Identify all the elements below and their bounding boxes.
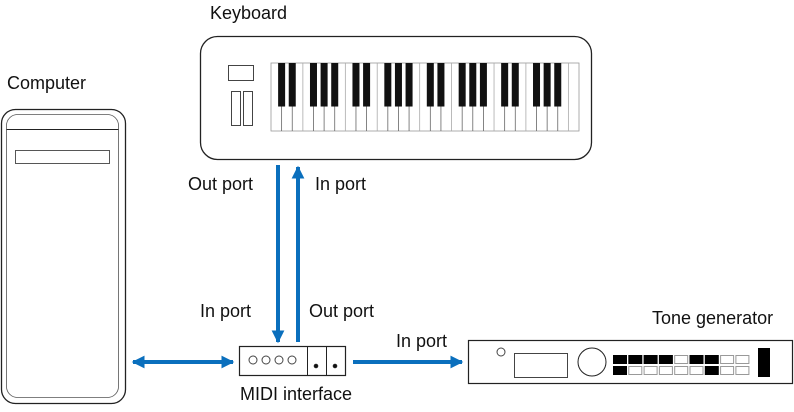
keybed	[270, 62, 580, 132]
black-key	[501, 63, 509, 107]
panel-button	[613, 355, 627, 364]
keyboard-device	[199, 35, 593, 161]
black-key	[278, 63, 286, 107]
black-key	[543, 63, 551, 107]
panel-button	[689, 366, 704, 375]
computer-tower	[0, 108, 127, 405]
black-key	[405, 63, 413, 107]
black-key	[384, 63, 392, 107]
panel-button	[674, 366, 689, 375]
black-key	[511, 63, 519, 107]
black-key	[352, 63, 360, 107]
black-key	[363, 63, 371, 107]
panel-button	[704, 355, 719, 364]
computer-label: Computer	[7, 73, 87, 93]
midi-interface-label: MIDI interface	[240, 384, 353, 404]
black-key	[554, 63, 562, 107]
keyboard-label: Keyboard	[210, 3, 288, 23]
tone-in-port-label: In port	[396, 331, 448, 351]
black-key	[437, 63, 445, 107]
panel-button	[613, 366, 627, 375]
panel-button	[720, 355, 735, 364]
tone-generator-label: Tone generator	[652, 308, 774, 328]
black-key	[426, 63, 434, 107]
panel-button	[735, 366, 750, 375]
keyboard-out-port-label: Out port	[188, 174, 254, 194]
panel-button	[735, 355, 750, 364]
black-key	[320, 63, 328, 107]
panel-button	[658, 355, 673, 364]
black-key	[479, 63, 487, 107]
panel-button	[689, 355, 704, 364]
black-key	[394, 63, 402, 107]
panel-button	[704, 366, 719, 375]
black-key	[458, 63, 466, 107]
black-key	[533, 63, 541, 107]
black-key	[288, 63, 296, 107]
panel-button	[628, 355, 643, 364]
keyboard-in-port-label: In port	[315, 174, 367, 194]
panel-button	[628, 366, 643, 375]
panel-button	[643, 355, 658, 364]
panel-button	[720, 366, 735, 375]
interface-out-port-label: Out port	[309, 301, 375, 321]
black-key	[309, 63, 317, 107]
black-key	[331, 63, 339, 107]
black-key	[469, 63, 477, 107]
panel-button	[643, 366, 658, 375]
panel-button	[674, 355, 689, 364]
midi-interface-box	[238, 345, 347, 377]
panel-button	[658, 366, 673, 375]
interface-in-port-label: In port	[200, 301, 252, 321]
tone-generator-device	[467, 339, 794, 385]
piano-keys	[270, 62, 580, 132]
